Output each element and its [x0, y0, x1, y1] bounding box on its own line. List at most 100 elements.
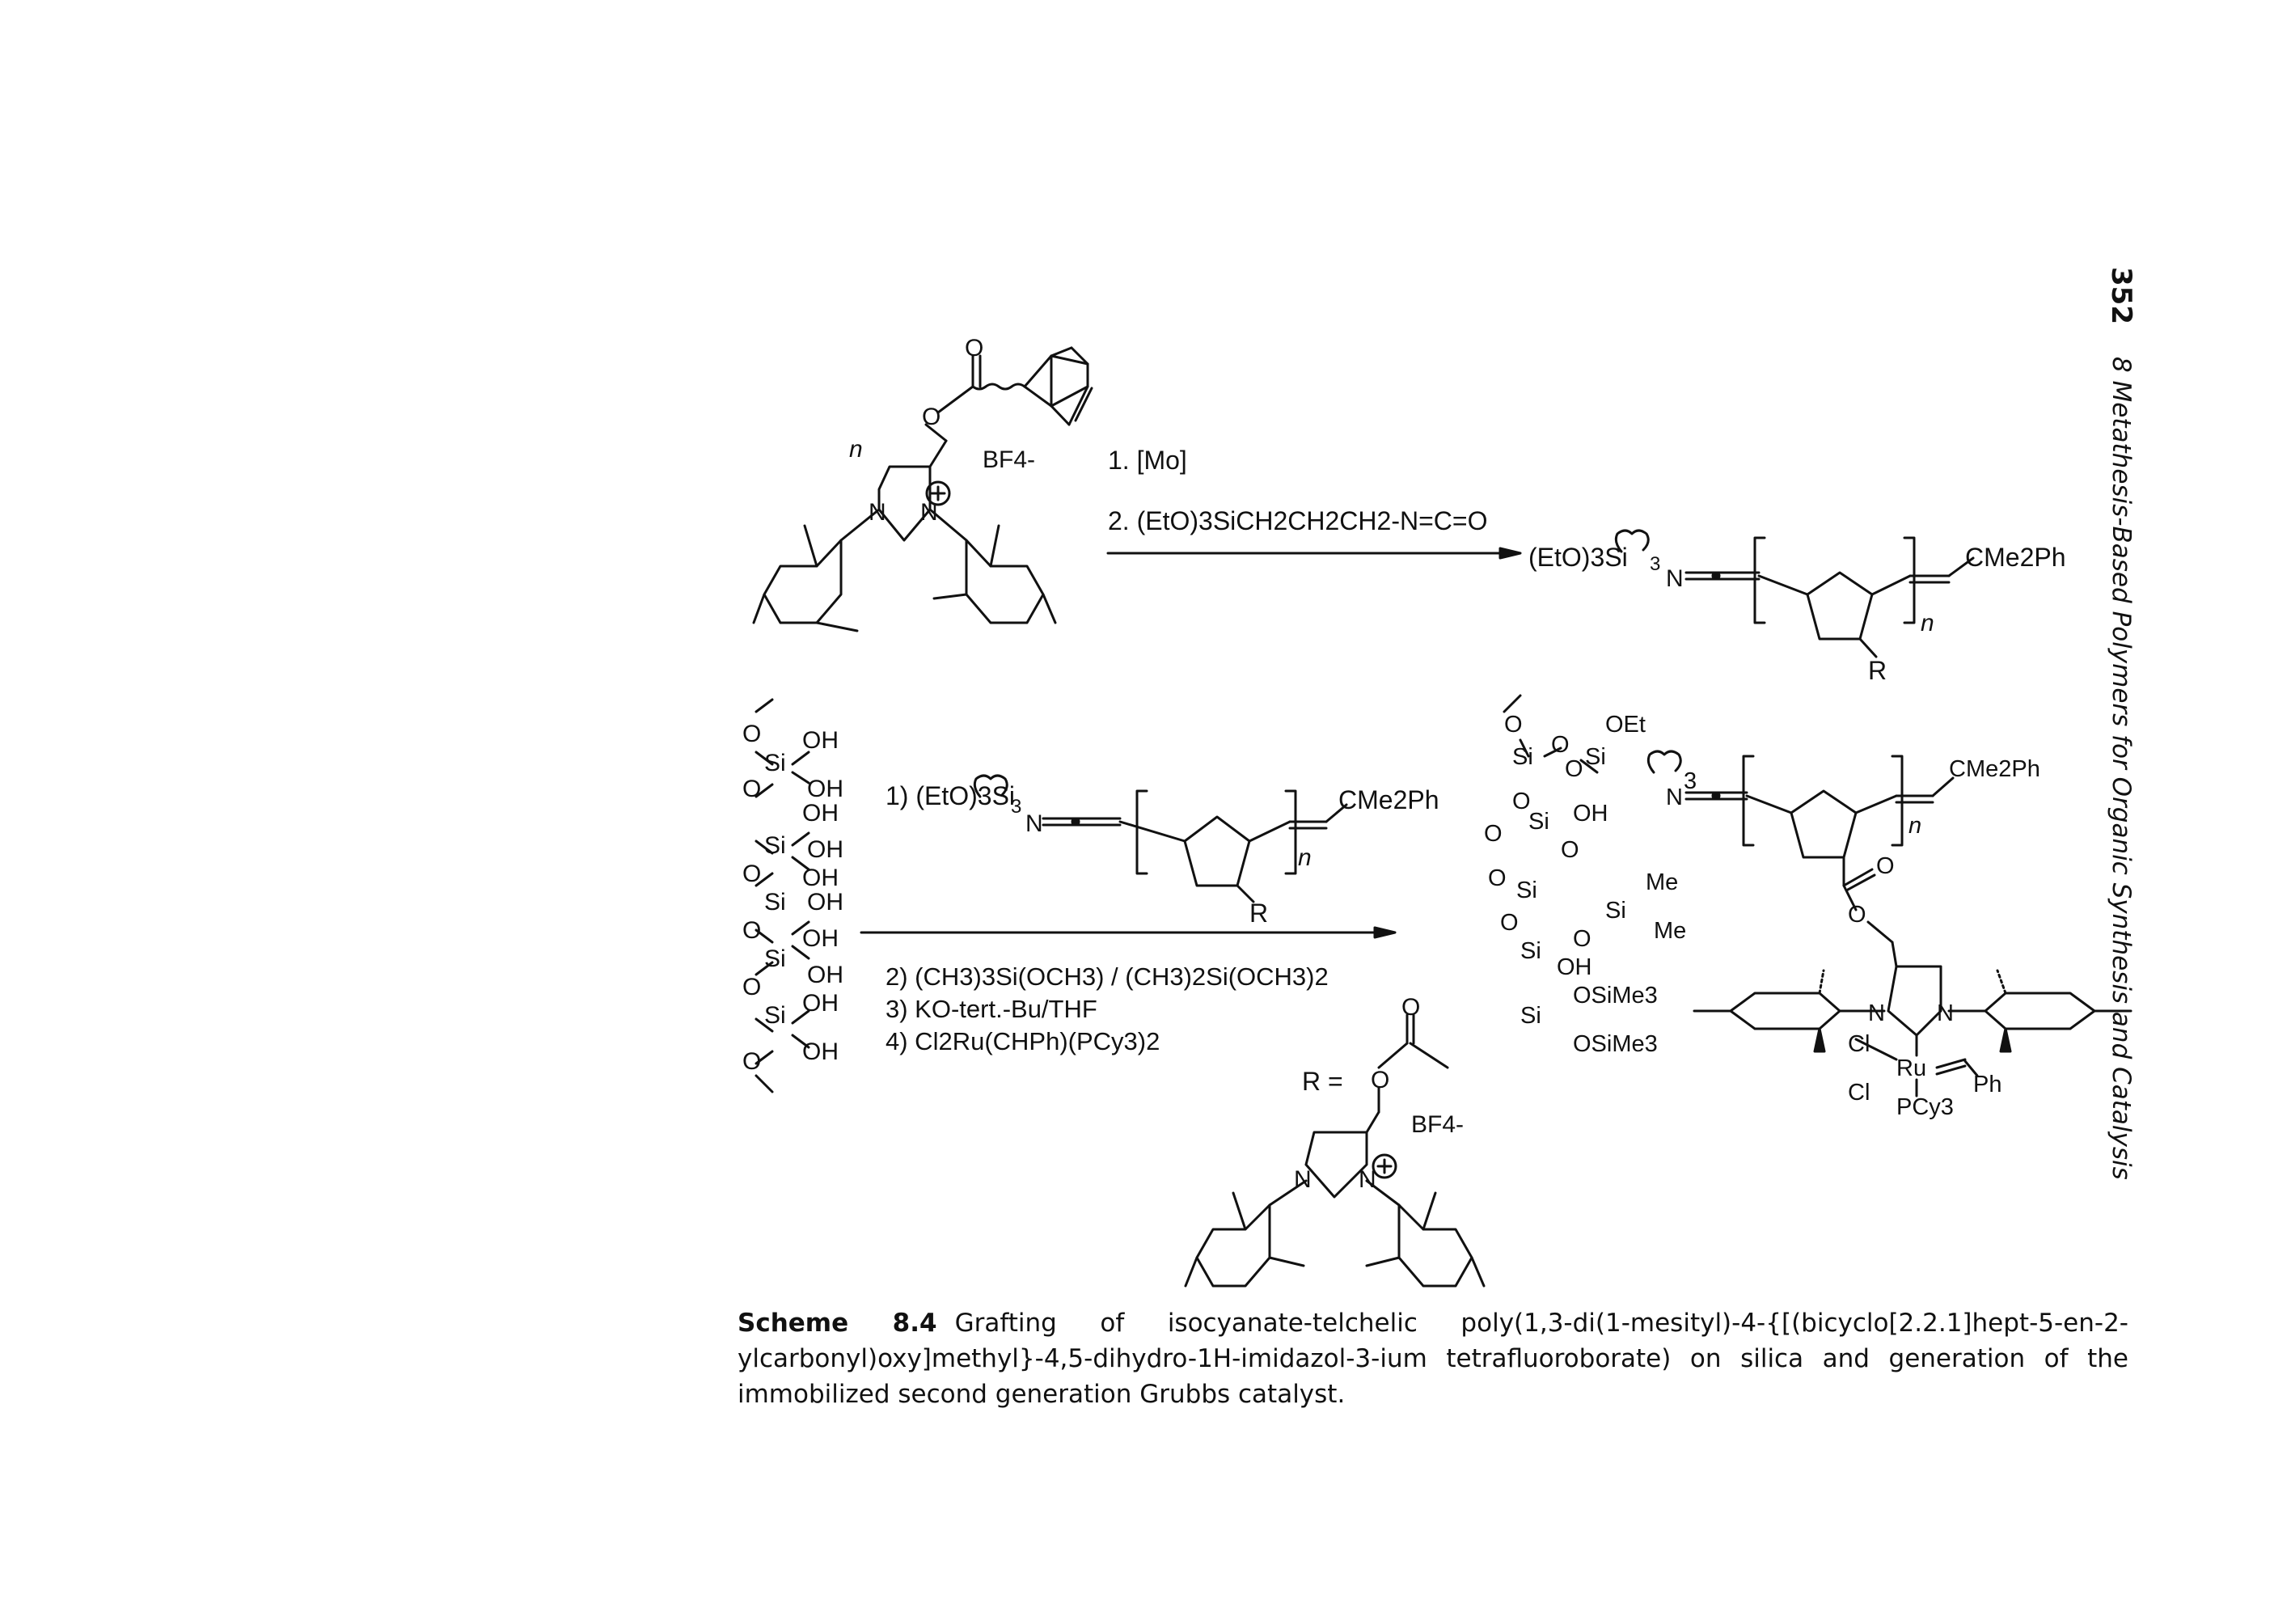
reagent-r-group: R [1249, 899, 1268, 928]
step2-condition-2: 2) (CH3)3Si(OCH3) / (CH3)2Si(OCH3)2 [886, 962, 1329, 991]
svg-text:O: O [742, 721, 761, 747]
svg-text:Si: Si [1520, 1003, 1541, 1029]
svg-text:Si: Si [1520, 938, 1541, 964]
caption-label: Scheme 8.4 [738, 1309, 937, 1338]
svg-text:O: O [1848, 902, 1866, 928]
svg-text:OH: OH [802, 800, 839, 827]
svg-text:Si: Si [764, 945, 786, 972]
monomer-n-repeat: n [849, 436, 863, 463]
r-ester-o: O [1371, 1067, 1389, 1093]
svg-text:OH: OH [1557, 954, 1592, 980]
product1-r-group: R [1868, 656, 1887, 685]
svg-text:Si: Si [764, 832, 786, 859]
svg-text:OH: OH [807, 836, 843, 863]
svg-text:Si: Si [1528, 809, 1549, 835]
r-n-right: N [1359, 1166, 1376, 1193]
svg-text:Si: Si [1516, 878, 1537, 903]
svg-text:PCy3: PCy3 [1896, 1094, 1954, 1120]
r-definition-prefix: R = [1302, 1067, 1343, 1096]
svg-text:n: n [1908, 813, 1921, 839]
monomer-ester-o: O [922, 404, 940, 430]
svg-text:Cl: Cl [1848, 1031, 1870, 1057]
page-number: 352 [2105, 267, 2137, 324]
monomer-structure [752, 346, 1093, 632]
svg-text:O: O [1500, 910, 1519, 936]
svg-text:O: O [1504, 712, 1523, 738]
svg-text:Si: Si [764, 1002, 786, 1029]
svg-text:N: N [1937, 1000, 1954, 1026]
caption-text: Grafting of isocyanate-telchelic poly(1,… [738, 1309, 2128, 1409]
product1-n-atom: N [1666, 565, 1684, 592]
svg-text:Si: Si [764, 750, 786, 776]
svg-text:O: O [1484, 821, 1503, 847]
monomer-n-right: N [920, 499, 938, 526]
step2-condition-3: 3) KO-tert.-Bu/THF [886, 995, 1097, 1023]
svg-text:3: 3 [1684, 768, 1697, 794]
svg-text:OH: OH [807, 962, 843, 988]
svg-text:CMe2Ph: CMe2Ph [1949, 756, 2040, 782]
r-counterion: BF4- [1411, 1111, 1464, 1138]
svg-text:O: O [1512, 789, 1531, 814]
svg-text:OH: OH [802, 727, 839, 754]
svg-text:OH: OH [802, 1038, 839, 1065]
reagent-end-group: CMe2Ph [1338, 785, 1439, 814]
reagent-n-repeat: n [1298, 844, 1312, 871]
r-group-structure [1184, 1013, 1486, 1288]
svg-text:Ph: Ph [1973, 1072, 2001, 1097]
immobilized-catalyst-structure [1503, 694, 2132, 1097]
chapter-title: 8 Metathesis-Based Polymers for Organic … [2107, 356, 2136, 1180]
svg-text:O: O [1488, 865, 1507, 891]
svg-text:O: O [1551, 732, 1570, 758]
svg-text:OH: OH [802, 865, 839, 891]
silica-labels: O Si OH OH O Si OH OH O Si OH OH O Si OH… [742, 721, 843, 1075]
step1-condition-2: 2. (EtO)3SiCH2CH2CH2-N=C=O [1108, 506, 1487, 535]
r-n-left: N [1294, 1166, 1312, 1193]
reagent-polymer-structure [973, 774, 1348, 903]
svg-text:OH: OH [1573, 801, 1608, 827]
svg-text:O: O [742, 776, 761, 802]
svg-text:N: N [1666, 785, 1683, 810]
catalyst-labels: O OEt Si O Si O 3 N CMe2Ph n O O Si OH O… [1484, 712, 2040, 1120]
svg-text:Si: Si [1512, 744, 1533, 770]
svg-text:Si: Si [1605, 898, 1626, 924]
svg-text:Cl: Cl [1848, 1080, 1870, 1106]
svg-text:OSiMe3: OSiMe3 [1573, 1031, 1658, 1057]
monomer-carbonyl-o: O [965, 335, 983, 362]
svg-text:O: O [1573, 926, 1591, 952]
svg-text:OH: OH [802, 990, 839, 1017]
step2-condition-4: 4) Cl2Ru(CHPh)(PCy3)2 [886, 1027, 1160, 1055]
running-head: 352 8 Metathesis-Based Polymers for Orga… [2103, 267, 2140, 1180]
svg-text:N: N [1868, 1000, 1885, 1026]
svg-text:O: O [742, 861, 761, 887]
svg-text:O: O [1876, 853, 1895, 879]
silica-structure [755, 698, 810, 1093]
svg-text:Si: Si [764, 889, 786, 916]
svg-text:O: O [1561, 837, 1579, 863]
svg-text:O: O [1565, 756, 1583, 782]
svg-text:OSiMe3: OSiMe3 [1573, 983, 1658, 1009]
svg-text:O: O [742, 1048, 761, 1075]
monomer-n-left: N [869, 499, 886, 526]
svg-text:O: O [742, 917, 761, 944]
product1-subscript: 3 [1650, 553, 1660, 575]
svg-text:Me: Me [1646, 869, 1678, 895]
svg-text:Ru: Ru [1896, 1055, 1926, 1081]
product1-silyl: (EtO)3Si [1528, 543, 1628, 572]
svg-text:OH: OH [807, 889, 843, 916]
svg-text:OH: OH [807, 776, 843, 802]
product1-end-group: CMe2Ph [1965, 543, 2066, 572]
svg-text:OH: OH [802, 925, 839, 952]
polymer-product-structure [1614, 529, 1975, 658]
reagent-subscript: 3 [1011, 796, 1021, 818]
svg-text:O: O [742, 974, 761, 1000]
svg-text:Me: Me [1654, 918, 1686, 944]
step1-condition-1: 1. [Mo] [1108, 446, 1187, 475]
product1-n-repeat: n [1921, 610, 1934, 636]
r-carbonyl-o: O [1401, 994, 1420, 1021]
monomer-counterion: BF4- [983, 446, 1035, 473]
svg-text:Si: Si [1585, 744, 1606, 770]
svg-text:OEt: OEt [1605, 712, 1646, 738]
reagent-n-atom: N [1025, 810, 1043, 837]
